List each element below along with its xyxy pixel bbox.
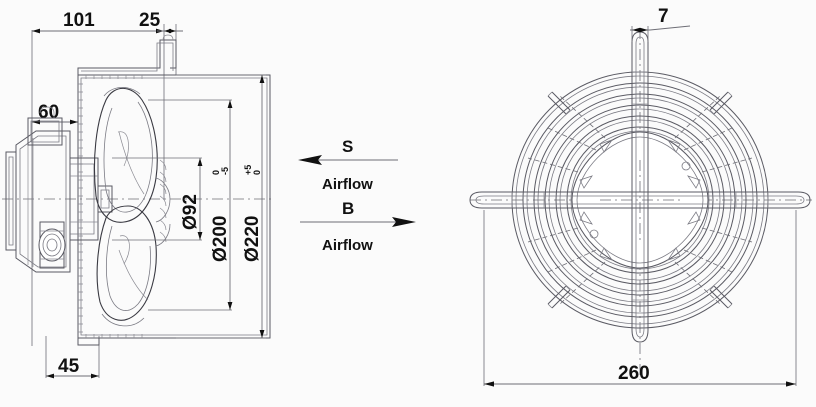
airflow-label-s: Airflow bbox=[322, 176, 373, 193]
motor-assembly bbox=[5, 106, 113, 273]
airflow-label-b: Airflow bbox=[322, 237, 373, 254]
dim-101-25-group bbox=[31, 24, 183, 346]
serrated-edge bbox=[78, 83, 83, 333]
left-side-view: 101 25 60 45 bbox=[2, 10, 275, 379]
dim-d200-group bbox=[148, 99, 233, 311]
dim-tol-d200-lower: -5 bbox=[220, 167, 230, 175]
airflow-letter-b: B bbox=[342, 199, 354, 218]
dim-label-101: 101 bbox=[63, 10, 95, 31]
airflow-letter-s: S bbox=[342, 137, 353, 156]
dim-d220-group bbox=[176, 74, 266, 339]
mount-tab-left bbox=[469, 191, 640, 209]
airflow-legend: S Airflow B Airflow bbox=[298, 137, 416, 254]
airflow-arrow-s bbox=[298, 155, 398, 165]
dim-label-60: 60 bbox=[38, 102, 59, 123]
guard-center-opening bbox=[571, 131, 709, 269]
dim-tol-d200-upper: 0 bbox=[211, 170, 221, 175]
dim-60-group bbox=[32, 110, 79, 210]
dim-tol-d220-upper: +5 bbox=[243, 165, 253, 175]
dim-d92-group bbox=[112, 157, 203, 241]
cable-connector bbox=[38, 221, 66, 269]
dim-tol-d220-lower: 0 bbox=[252, 170, 262, 175]
dim-label-d220: Ø220 bbox=[242, 216, 263, 262]
dim-label-25: 25 bbox=[139, 10, 161, 31]
guard-weld-marks bbox=[579, 139, 701, 261]
fan-housing-panel bbox=[77, 34, 271, 346]
right-front-view: 7 260 bbox=[469, 6, 812, 387]
dim-label-d200: Ø200 bbox=[210, 216, 231, 262]
mount-tab-right bbox=[640, 191, 811, 209]
dim-7-group bbox=[630, 25, 691, 42]
impeller-blades bbox=[93, 87, 171, 327]
dim-label-260: 260 bbox=[618, 363, 650, 384]
guard-spokes bbox=[527, 95, 753, 305]
diameter-dims-group: Ø92 Ø200 0 -5 bbox=[112, 74, 266, 339]
dim-260-group bbox=[483, 210, 797, 387]
center-crosshair bbox=[600, 160, 680, 240]
mount-tab-bottom bbox=[631, 200, 649, 343]
dim-label-d92: Ø92 bbox=[180, 194, 201, 230]
dim-label-45: 45 bbox=[58, 356, 80, 377]
guard-rim-clips bbox=[547, 91, 733, 309]
dim-label-7: 7 bbox=[658, 6, 669, 27]
airflow-arrow-b bbox=[300, 217, 416, 227]
